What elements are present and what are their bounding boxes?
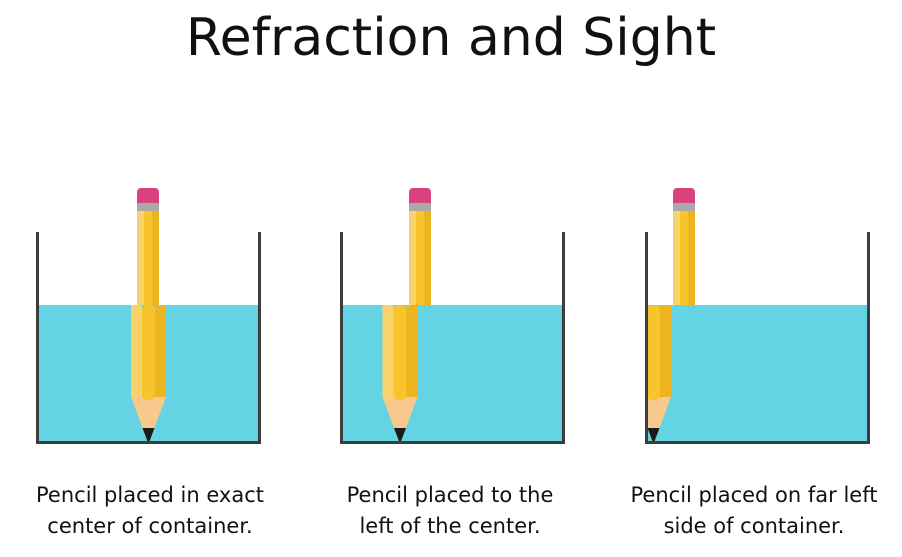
pencil-body xyxy=(688,211,695,305)
ferrule xyxy=(673,203,695,211)
caption-line: Pencil placed on far left xyxy=(630,483,878,507)
water xyxy=(340,305,565,444)
container xyxy=(645,232,870,444)
pencil-body xyxy=(416,211,424,305)
pencil-body xyxy=(409,211,416,305)
caption-line: Pencil placed in exact xyxy=(36,483,264,507)
container xyxy=(340,232,565,444)
submerged-pencil xyxy=(382,305,418,443)
caption-line: center of container. xyxy=(47,514,253,538)
ferrule xyxy=(409,203,431,211)
eraser xyxy=(409,198,431,203)
pencil-body xyxy=(680,211,688,305)
caption-line: Pencil placed to the xyxy=(346,483,554,507)
caption-center: Pencil placed in exact center of contain… xyxy=(0,480,300,542)
pencil-body xyxy=(131,305,142,397)
caption-far-left: Pencil placed on far left side of contai… xyxy=(604,480,902,542)
caption-line: side of container. xyxy=(663,514,845,538)
pencil-body xyxy=(393,305,407,400)
caption-left-of-center: Pencil placed to the left of the center. xyxy=(300,480,600,542)
pencil-body xyxy=(382,305,394,397)
ferrule xyxy=(137,203,159,211)
pencil-body xyxy=(155,305,166,397)
pencil-body xyxy=(660,305,671,397)
page-title: Refraction and Sight xyxy=(185,8,717,68)
pencil-body xyxy=(144,211,152,305)
submerged-pencil xyxy=(131,305,166,443)
pencil-lead xyxy=(647,428,660,443)
pencil-wood xyxy=(382,397,418,443)
pencil-wood xyxy=(131,397,166,443)
container-panel xyxy=(645,188,870,444)
pencil-body xyxy=(142,305,155,400)
pencil-body xyxy=(137,211,144,305)
container-panel xyxy=(340,188,565,444)
container xyxy=(36,232,261,444)
pencil-body xyxy=(406,305,418,397)
eraser xyxy=(137,198,159,203)
water xyxy=(645,305,870,444)
pencil-lead xyxy=(394,428,406,443)
caption-line: left of the center. xyxy=(359,514,541,538)
submerged-pencil xyxy=(647,305,671,443)
pencil-body xyxy=(424,211,431,305)
eraser xyxy=(673,198,695,203)
container-panel xyxy=(36,188,261,444)
pencil-body xyxy=(647,305,660,400)
pencil-body xyxy=(152,211,159,305)
pencil-lead xyxy=(142,428,155,443)
pencil-body xyxy=(673,211,680,305)
